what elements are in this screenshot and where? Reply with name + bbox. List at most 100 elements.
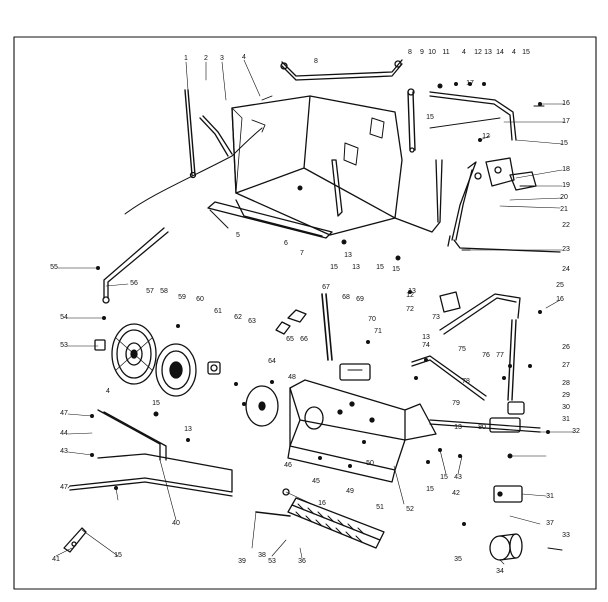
callout-59: 57	[146, 288, 154, 295]
callout-81: 79	[452, 400, 460, 407]
callout-41: 36	[298, 558, 306, 565]
callout-39: 34	[496, 568, 504, 575]
callout-80: 78	[462, 378, 470, 385]
cap-53	[94, 339, 106, 351]
brush-roller	[255, 488, 385, 549]
callout-25: 23	[562, 246, 570, 253]
callout-62: 60	[196, 296, 204, 303]
callout-103: 8	[314, 58, 318, 65]
callout-105: 13	[352, 264, 360, 271]
callout-45: 40	[172, 520, 180, 527]
callout-74: 72	[406, 306, 414, 313]
callout-46: 41	[52, 556, 60, 563]
callout-83: 13	[454, 424, 462, 431]
callout-10: 12	[474, 49, 482, 56]
callout-95: 13	[422, 334, 430, 341]
callout-29: 26	[562, 344, 570, 351]
spring-rod	[275, 293, 371, 381]
callout-94: 48	[288, 374, 296, 381]
callout-89: 51	[376, 504, 384, 511]
callout-34: 31	[562, 416, 570, 423]
callout-63: 61	[214, 308, 222, 315]
callout-51: 47	[60, 410, 68, 417]
drive-cylinder	[489, 533, 523, 561]
callout-97: 13	[344, 252, 352, 259]
callout-26: 24	[562, 266, 570, 273]
callout-82: 80	[478, 424, 486, 431]
callout-8: 11	[442, 49, 450, 56]
lower-frame	[63, 409, 233, 553]
callout-71: 69	[356, 296, 364, 303]
wheel-inner	[155, 343, 197, 397]
callout-60: 58	[160, 288, 168, 295]
callout-90: 50	[366, 460, 374, 467]
callout-92: 45	[312, 478, 320, 485]
callout-18: 12	[482, 133, 490, 140]
callout-20: 18	[562, 166, 570, 173]
callout-38: 33	[562, 532, 570, 539]
callout-69: 67	[322, 284, 330, 291]
callout-11: 13	[484, 49, 492, 56]
callout-73: 71	[374, 328, 382, 335]
callout-88: 52	[406, 506, 414, 513]
side-frame-left	[207, 159, 443, 239]
left-support-rods	[184, 89, 233, 179]
callout-107: 38	[258, 552, 266, 559]
callout-36: 31	[546, 493, 554, 500]
callout-21: 19	[562, 182, 570, 189]
callout-93: 46	[284, 462, 292, 469]
callout-22: 20	[560, 194, 568, 201]
callout-27: 25	[556, 282, 564, 289]
callout-3: 3	[220, 55, 224, 62]
callout-24: 22	[562, 222, 570, 229]
callout-104: 15	[376, 264, 384, 271]
hardware-dots	[90, 82, 550, 526]
right-link	[411, 355, 541, 503]
callout-35: 32	[572, 428, 580, 435]
callout-13: 4	[512, 49, 516, 56]
callout-52: 4	[106, 388, 110, 395]
cable-end	[231, 127, 263, 157]
lower-left-handle	[102, 227, 169, 304]
disc-plate	[245, 385, 279, 427]
callout-108: 13	[408, 288, 416, 295]
cable	[124, 155, 233, 215]
callout-42: 53	[268, 558, 276, 565]
callout-75: 73	[432, 314, 440, 321]
leader-lines	[55, 59, 575, 565]
callout-6: 9	[420, 49, 424, 56]
callout-56: 54	[60, 314, 68, 321]
callout-78: 76	[482, 352, 490, 359]
callout-23: 21	[560, 206, 568, 213]
diagram-border	[13, 36, 597, 590]
callout-67: 65	[286, 336, 294, 343]
callout-84: 15	[440, 474, 448, 481]
wheel-large	[111, 323, 157, 385]
hinge-bracket	[474, 157, 537, 191]
callout-12: 14	[496, 49, 504, 56]
callout-9: 4	[462, 49, 466, 56]
callout-48: 47	[60, 484, 68, 491]
callout-16: 17	[562, 118, 570, 125]
callout-5: 8	[408, 49, 412, 56]
callout-37: 37	[546, 520, 554, 527]
callout-99: 15	[330, 264, 338, 271]
callout-28: 16	[556, 296, 564, 303]
callout-86: 43	[454, 474, 462, 481]
right-upper-arm	[439, 291, 521, 401]
flap-rod	[331, 159, 343, 217]
callout-72: 70	[368, 316, 376, 323]
callout-91: 49	[346, 488, 354, 495]
callout-50: 44	[60, 430, 68, 437]
callout-55: 53	[60, 342, 68, 349]
callout-33: 30	[562, 404, 570, 411]
callout-1: 1	[184, 55, 188, 62]
right-handle-22	[447, 161, 561, 253]
callout-4: 4	[242, 54, 246, 61]
callout-32: 29	[562, 392, 570, 399]
bolts-right	[461, 105, 563, 551]
callout-65: 63	[248, 318, 256, 325]
sweeper-housing	[287, 379, 437, 483]
